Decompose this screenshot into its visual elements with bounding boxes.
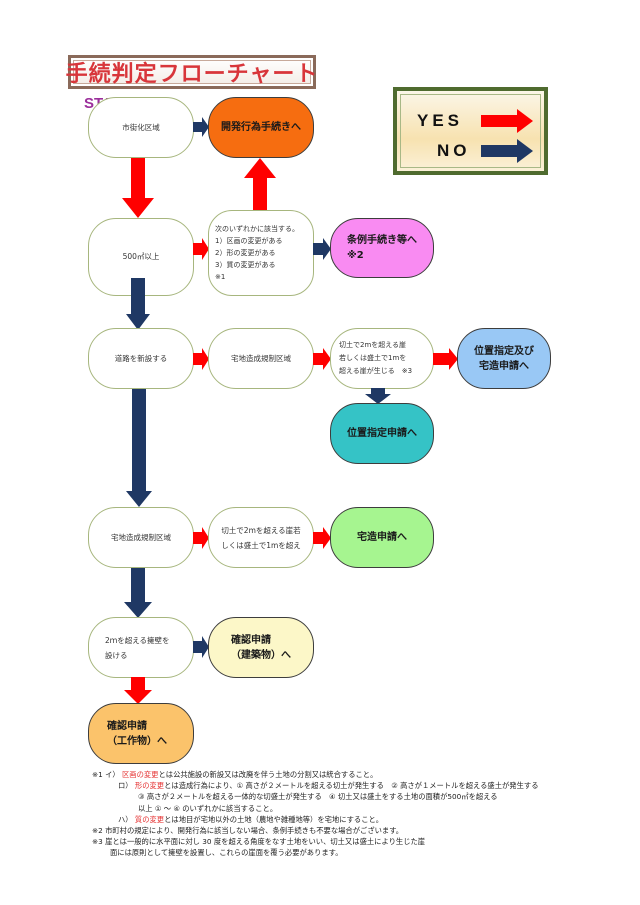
conditions-text: 次のいずれかに該当する。 1）区画の変更がある 2）形の変更がある 3）質の変更… <box>215 223 299 283</box>
no-arrow-down-icon <box>126 389 152 507</box>
node-housing-application: 宅造申請へ <box>330 507 434 568</box>
node-label-group: 位置指定及び 宅造申請へ <box>474 344 534 374</box>
conditions-lead: 次のいずれかに該当する。 <box>215 225 299 233</box>
node-label: 宅造申請へ <box>357 532 407 543</box>
node-label: しくは盛土で1mを超え <box>221 540 301 550</box>
node-housing-regulation-area-1: 宅地造成規制区域 <box>208 328 314 389</box>
footnote-text: とは地目が宅地以外の土地（農地や雑種地等）を宅地にすること。 <box>164 814 384 824</box>
footnote-1-b-line2: ③ 高さが２メートルを超える一体的な切盛土が発生する ④ 切土又は盛土をする土地… <box>138 792 498 802</box>
yes-arrow-icon <box>313 527 331 549</box>
footnote-2: ※2 市町村の規定により、開発行為に該当しない場合、条例手続きも不要な場合がござ… <box>92 826 404 836</box>
node-label: 宅造申請へ <box>479 360 529 372</box>
legend-yes-label: YES <box>417 111 464 130</box>
node-label: 確認申請 <box>231 634 271 646</box>
node-label: （建築物）へ <box>231 649 291 661</box>
footnote-term: 形の変更 <box>134 781 165 791</box>
node-label-group: 条例手続き等へ ※2 <box>347 233 417 263</box>
conditions-note: ※1 <box>215 273 226 281</box>
footnote-text: とは造成行為により、① 高さが２メートルを超える切土が発生する ② 高さが１メー… <box>164 781 539 791</box>
node-label-group: 切土で2mを超える崖若 しくは盛土で1mを超え <box>221 523 301 553</box>
footnote-term: 質の変更 <box>134 814 165 824</box>
conditions-item: 2）形の変更がある <box>215 249 276 257</box>
yes-arrow-icon <box>193 348 209 370</box>
footnote-1-b: ロ） 形の変更とは造成行為により、① 高さが２メートルを超える切土が発生する ②… <box>92 780 622 791</box>
title-banner: 手続判定フローチャート <box>65 55 319 89</box>
node-conditions: 次のいずれかに該当する。 1）区画の変更がある 2）形の変更がある 3）質の変更… <box>208 210 314 296</box>
node-label: 超える崖が生じる ※3 <box>339 367 413 375</box>
node-label: 2ｍを超える擁壁を <box>105 635 170 645</box>
no-arrow-down-icon <box>365 388 391 404</box>
footnotes: ※1 イ） 区画の変更とは公共施設の新設又は改廃を伴う土地の分割又は統合すること… <box>92 769 622 859</box>
node-housing-regulation-area-2: 宅地造成規制区域 <box>88 507 194 568</box>
node-development-procedure: 開発行為手続きへ <box>208 97 314 158</box>
node-confirm-structure: 確認申請 （工作物）へ <box>88 703 194 764</box>
node-label: 確認申請 <box>107 720 147 732</box>
node-urbanization-area: 市街化区域 <box>88 97 194 158</box>
conditions-item: 1）区画の変更がある <box>215 237 283 245</box>
legend-yes-arrow-icon <box>481 109 533 133</box>
node-label: 位置指定及び <box>474 345 534 357</box>
node-label: 若しくは盛土で1mを <box>339 354 407 362</box>
node-cliff-check-1: 切土で2mを超える崖 若しくは盛土で1mを 超える崖が生じる ※3 <box>330 328 434 389</box>
node-position-and-housing: 位置指定及び 宅造申請へ <box>457 328 551 389</box>
node-label: 条例手続き等へ <box>347 235 417 246</box>
legend-inner-border <box>400 94 541 168</box>
footnote-prefix: ※1 イ） <box>92 770 120 779</box>
no-arrow-down-icon <box>126 278 150 330</box>
node-label: 設ける <box>105 650 128 660</box>
yes-no-legend: YES NO <box>393 87 548 175</box>
node-position-designation: 位置指定申請へ <box>330 403 434 464</box>
legend-no-arrow-icon <box>481 139 533 163</box>
footnote-prefix: ロ） <box>118 781 133 791</box>
node-label: 切土で2mを超える崖若 <box>221 525 301 535</box>
node-label: 位置指定申請へ <box>347 428 417 439</box>
node-label: 開発行為手続きへ <box>221 122 301 133</box>
no-arrow-down-icon <box>124 568 152 618</box>
footnote-prefix: ハ） <box>118 814 133 824</box>
footnote-1-a: ※1 イ） 区画の変更とは公共施設の新設又は改廃を伴う土地の分割又は統合すること… <box>92 769 622 780</box>
node-ordinance-procedure: 条例手続き等へ ※2 <box>330 218 434 278</box>
no-arrow-icon <box>193 117 209 137</box>
node-label-group: 切土で2mを超える崖 若しくは盛土で1mを 超える崖が生じる ※3 <box>339 339 412 378</box>
footnote-3: ※3 崖とは一般的に水平面に対し 30 度を超える角度をなす土地をいい、切土又は… <box>92 837 426 847</box>
no-arrow-icon <box>313 238 331 260</box>
conditions-item: 3）質の変更がある <box>215 261 276 269</box>
footnote-1-c: ハ） 質の変更とは地目が宅地以外の土地（農地や雑種地等）を宅地にすること。 <box>92 814 622 825</box>
node-label-group: 確認申請 （建築物）へ <box>231 633 291 663</box>
node-confirm-building: 確認申請 （建築物）へ <box>208 617 314 678</box>
node-retaining-wall: 2ｍを超える擁壁を 設ける <box>88 617 194 678</box>
node-cliff-check-2: 切土で2mを超える崖若 しくは盛土で1mを超え <box>208 507 314 568</box>
legend-no-label: NO <box>437 141 471 160</box>
node-label: 500㎡以上 <box>122 252 160 261</box>
yes-arrow-down-icon <box>124 677 152 704</box>
node-label: 宅地造成規制区域 <box>231 353 291 363</box>
node-label: （工作物）へ <box>107 735 167 747</box>
node-label-group: 2ｍを超える擁壁を 設ける <box>105 633 170 663</box>
node-label: 切土で2mを超える崖 <box>339 341 407 349</box>
footnote-1-b-line3: 以上 ① ～ ④ のいずれかに該当すること。 <box>138 803 278 813</box>
node-note: ※2 <box>347 250 364 261</box>
yes-arrow-icon <box>193 238 209 260</box>
no-arrow-icon <box>193 636 209 658</box>
node-label-group: 確認申請 （工作物）へ <box>107 719 167 749</box>
node-new-road: 道路を新設する <box>88 328 194 389</box>
footnote-term: 区画の変更 <box>122 770 159 779</box>
yes-arrow-icon <box>433 348 458 370</box>
node-label: 市街化区域 <box>122 122 160 132</box>
page-title: 手続判定フローチャート <box>65 62 319 87</box>
yes-arrow-up-icon <box>244 158 276 210</box>
yes-arrow-down-icon <box>122 158 154 218</box>
yes-arrow-icon <box>193 527 209 549</box>
node-label: 宅地造成規制区域 <box>111 532 171 542</box>
footnote-text: とは公共施設の新設又は改廃を伴う土地の分割又は統合すること。 <box>158 770 378 779</box>
node-label: 道路を新設する <box>114 353 168 363</box>
footnote-3-line2: 面には原則として擁壁を設置し、これらの崖面を覆う必要があります。 <box>110 848 343 858</box>
yes-arrow-icon <box>313 348 331 370</box>
